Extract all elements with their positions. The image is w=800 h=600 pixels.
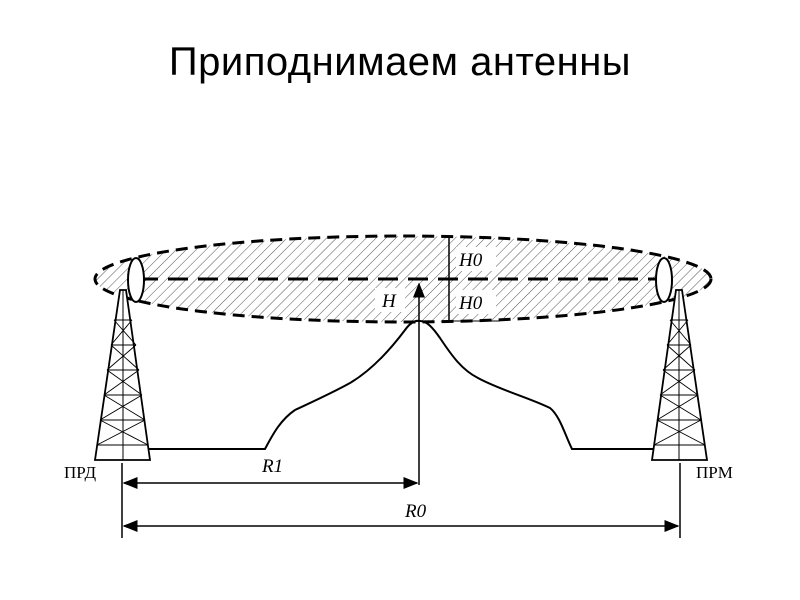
total-distance-label: R0 [404,501,427,522]
transmitter-antenna-dish [127,257,145,303]
transmitter-label: ПРД [64,463,96,482]
terrain-profile [122,319,680,450]
receiver-tower [650,289,709,461]
receiver-label: ПРМ [696,463,733,482]
slide-title: Приподнимаем антенны [168,40,632,84]
receiver-antenna-dish [655,257,673,303]
transmitter-tower [93,289,152,461]
zone-upper-label: H0 [458,250,483,271]
clearance-label: H [381,291,397,312]
fresnel-zone-ellipse [93,234,713,324]
partial-distance-label: R1 [261,456,283,477]
zone-lower-label: H0 [458,293,483,314]
